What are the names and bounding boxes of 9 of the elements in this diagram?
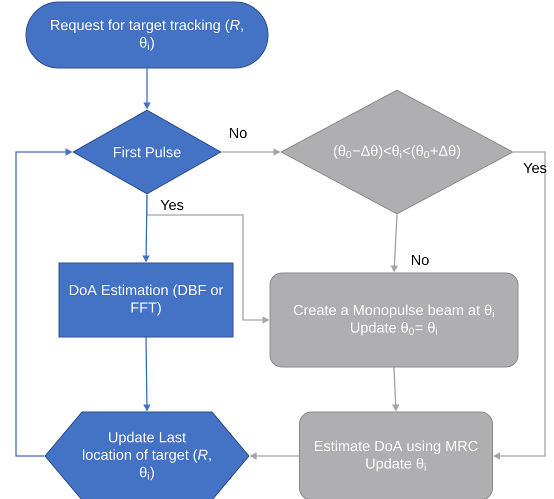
process-box: Estimate DoA using MRC Update θ$_{i}$ (299, 412, 493, 499)
terminal-box: Request for target tracking (R, θ$_{i}$) (26, 2, 268, 68)
process-box: DoA Estimation (DBF or FFT) (58, 262, 234, 338)
edge-label: No (230, 128, 247, 138)
edge-label: No (412, 254, 429, 266)
process-box: Create a Monopulse beam at θ$_{i}$ Update θ$_{0}$= θ$_{i}$ (270, 272, 518, 368)
edge-label: Yes (524, 162, 546, 174)
edge-label: Yes (160, 200, 184, 210)
hexagon-box: Update Last location of target (R, θ$_{i}$) (44, 412, 250, 499)
